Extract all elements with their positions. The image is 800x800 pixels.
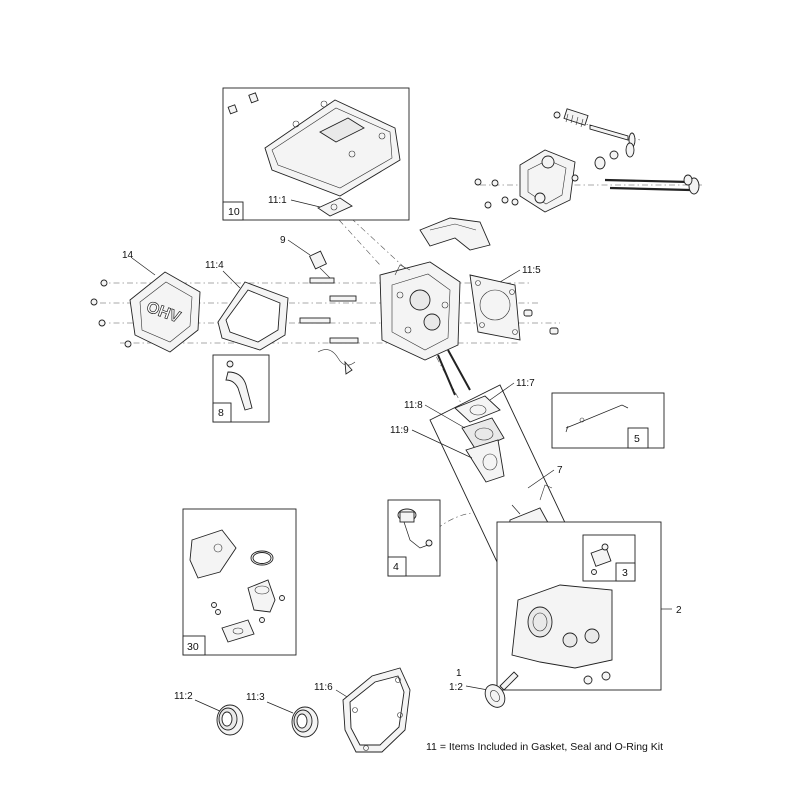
box-30-adapter-kit: 30	[182, 508, 297, 656]
callout-11-8: 11:8	[404, 400, 423, 411]
callout-5: 5	[634, 433, 640, 445]
box-8-breather-hose: 8	[212, 354, 270, 423]
air-deflector	[419, 217, 491, 251]
part-11-4-rocker-gasket: 11:4	[205, 260, 289, 351]
valve-train-assembly	[474, 108, 700, 213]
part-11-3-seal: 11:3	[246, 692, 319, 738]
callout-1: 1	[456, 668, 462, 679]
part-14-rocker-cover: 14 OHV	[90, 250, 201, 353]
part-11-2-seal: 11:2	[174, 691, 244, 736]
callout-1-2: 1:2	[449, 682, 463, 693]
callout-30: 30	[187, 641, 199, 653]
callout-11-3: 11:3	[246, 692, 265, 703]
box-5-choke-rod: 5	[551, 392, 665, 449]
cylinder-head	[299, 261, 471, 396]
part-1-ignition-key: 1 1:2	[449, 668, 519, 708]
callout-14: 14	[122, 250, 134, 261]
callout-11-6: 11:6	[314, 682, 333, 693]
callout-11-7: 11:7	[516, 378, 535, 389]
callout-4: 4	[393, 561, 399, 573]
callout-11-2: 11:2	[174, 691, 193, 702]
box-4-fuel-solenoid: 4	[387, 499, 441, 577]
part-11-6-crankcase-gasket: 11:6	[314, 667, 411, 753]
callout-10: 10	[228, 206, 240, 218]
box-3-sensor: 3	[582, 534, 636, 582]
part-11-5-head-gasket: 11:5	[469, 265, 559, 341]
kit-footnote: 11 = Items Included in Gasket, Seal and …	[426, 741, 664, 753]
callout-11-4: 11:4	[205, 260, 224, 271]
callout-2: 2	[676, 605, 682, 616]
part-9-sensor: 9	[280, 235, 331, 279]
callout-3: 3	[622, 567, 628, 579]
box-10-valve-cover: 10 11:1	[222, 87, 410, 221]
callout-11-1: 11:1	[268, 195, 287, 206]
callout-9: 9	[280, 235, 286, 246]
callout-8: 8	[218, 407, 224, 419]
callout-11-5: 11:5	[522, 265, 541, 276]
callout-7: 7	[557, 465, 563, 476]
callout-11-9: 11:9	[390, 425, 409, 436]
